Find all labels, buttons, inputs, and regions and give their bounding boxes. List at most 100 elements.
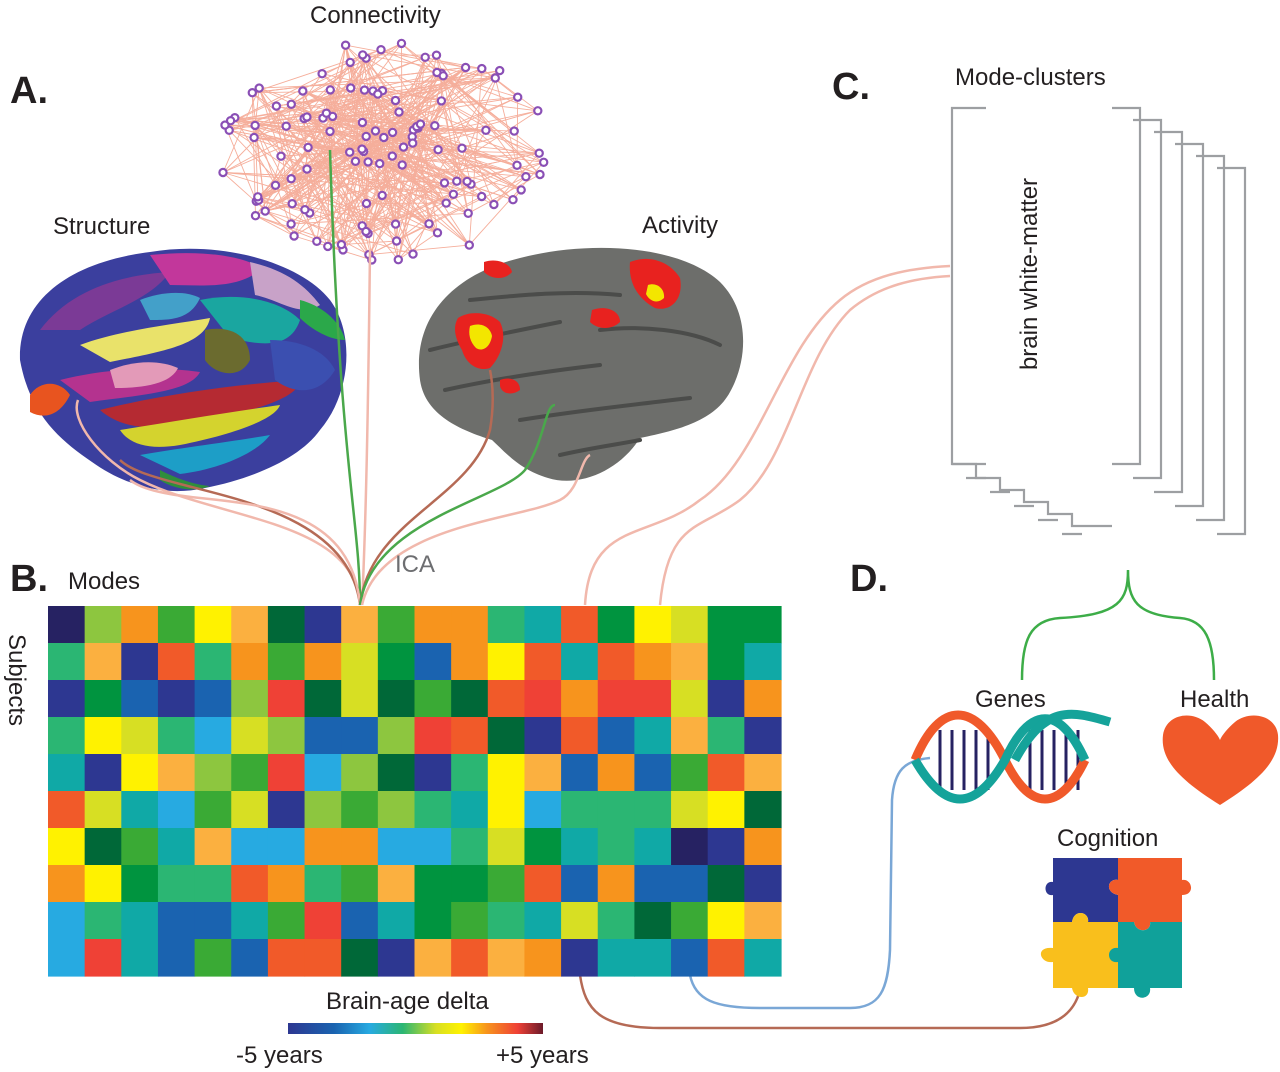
matrix-cell (707, 791, 745, 829)
matrix-cell (231, 828, 269, 866)
network-edge (303, 118, 403, 166)
matrix-cell (121, 717, 159, 755)
network-node (336, 239, 347, 250)
matrix-cell (231, 680, 269, 718)
matrix-cell (304, 791, 342, 829)
network-edge (398, 232, 438, 261)
matrix-cell (341, 902, 379, 940)
activity-label: Activity (642, 212, 719, 239)
matrix-cell (121, 865, 159, 903)
network-edge (329, 129, 486, 132)
network-node (460, 62, 471, 73)
matrix-cell (267, 939, 306, 977)
network-node (312, 236, 322, 246)
matrix-cell (524, 717, 562, 755)
network-node (361, 131, 371, 142)
matrix-cell (157, 606, 196, 644)
matrix-cell (707, 606, 745, 644)
matrix-cell (121, 680, 159, 718)
matrix-cell (231, 606, 269, 644)
network-edge (275, 184, 438, 234)
network-edge (397, 223, 430, 260)
matrix-cell (267, 606, 306, 644)
network-edge (326, 57, 367, 114)
matrix-cell (121, 643, 159, 681)
network-node (359, 85, 370, 95)
matrix-cell (414, 791, 452, 829)
matrix-cell (84, 754, 122, 792)
matrix-cell (194, 643, 232, 681)
matrix-cell (707, 643, 745, 681)
network-edge (280, 155, 447, 204)
network-edge (265, 152, 540, 212)
network-node (276, 151, 286, 161)
network-edge (371, 163, 381, 260)
matrix-cell (451, 865, 489, 903)
network-node (408, 249, 418, 259)
network-edge (255, 200, 295, 237)
network-edge (257, 196, 306, 211)
matrix-cell (194, 865, 232, 903)
matrix-cell (561, 717, 599, 755)
network-edge (252, 67, 466, 94)
network-node (533, 106, 543, 116)
network-node (457, 143, 467, 153)
network-edge (306, 168, 370, 255)
network-node (387, 151, 397, 161)
matrix-cell (524, 791, 562, 829)
matrix-cell (377, 680, 416, 718)
matrix-cell (377, 828, 416, 866)
matrix-cell (231, 939, 269, 977)
matrix-cell (48, 791, 86, 829)
matrix-cell (414, 754, 452, 792)
matrix-cell (304, 939, 342, 977)
matrix-cell (487, 643, 526, 681)
network-edge (456, 130, 487, 182)
network-edge (416, 126, 495, 205)
network-node (433, 144, 443, 155)
network-edge (257, 196, 370, 255)
network-node (431, 50, 442, 60)
matrix-cell (671, 865, 709, 903)
network-edge (306, 67, 466, 170)
network-node (477, 191, 487, 202)
network-edge (291, 77, 496, 105)
cognition-label: Cognition (1057, 825, 1159, 852)
network-node (464, 240, 474, 250)
network-edge (401, 43, 541, 175)
network-edge (481, 68, 518, 98)
matrix-cell (341, 754, 379, 792)
matrix-cell (121, 939, 159, 977)
network-edge (440, 100, 463, 149)
network-node (387, 127, 398, 138)
heart-icon (1162, 715, 1279, 805)
network-node (300, 204, 310, 215)
network-node (247, 87, 257, 98)
network-node (298, 86, 308, 96)
network-edge (468, 161, 545, 246)
matrix-cell (84, 606, 122, 644)
network-node (509, 126, 519, 136)
network-node (436, 96, 447, 106)
network-node (432, 228, 443, 238)
network-edge (391, 155, 470, 246)
matrix-cell (451, 717, 489, 755)
network-node (375, 158, 385, 169)
network-edge (290, 104, 344, 251)
cluster-staircase (952, 462, 1112, 528)
matrix-cell (597, 828, 635, 866)
network-edge (368, 67, 466, 255)
network-edge (303, 118, 367, 232)
matrix-cell (194, 754, 232, 792)
matrix-cell (744, 791, 782, 829)
network-edge (254, 125, 318, 242)
matrix-cell (707, 902, 745, 940)
matrix-cell (524, 939, 562, 977)
cluster-bracket (1014, 142, 1205, 508)
matrix-cell (48, 939, 86, 977)
matrix-cell (121, 902, 159, 940)
matrix-cell (487, 717, 526, 755)
genes-label: Genes (975, 686, 1046, 713)
matrix-cell (157, 643, 196, 681)
